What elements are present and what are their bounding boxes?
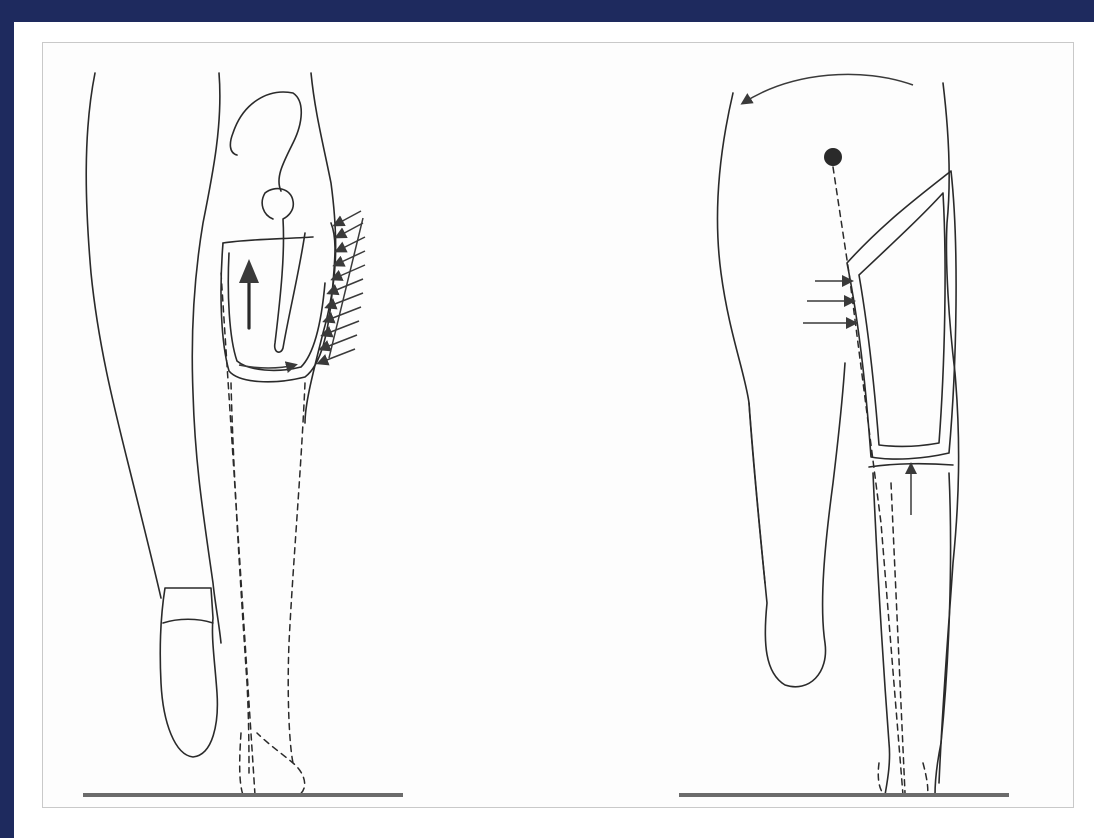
- rotation-arrow: [743, 74, 913, 103]
- slide: [14, 22, 1094, 838]
- right-sound-leg: [749, 363, 845, 687]
- right-pylon-dashed: [891, 483, 905, 793]
- socket-rim: [223, 237, 313, 243]
- figure-frame: [42, 42, 1074, 808]
- right-figure: [679, 74, 1009, 795]
- slide-top-bar: [0, 0, 1094, 22]
- left-pylon: [231, 383, 305, 773]
- sound-leg-shoe: [160, 588, 217, 757]
- left-body-outline: [86, 73, 221, 643]
- lateral-force-arrows: [319, 211, 365, 363]
- medial-force-arrows: [803, 281, 855, 323]
- left-figure: [83, 73, 403, 795]
- socket-up-arrow-head: [239, 259, 259, 283]
- center-of-mass-dot: [824, 148, 842, 166]
- right-body-outline-right: [939, 83, 959, 783]
- right-socket: [847, 171, 956, 459]
- socket-bottom-arrow: [239, 365, 295, 368]
- left-prosthetic-foot: [240, 733, 305, 795]
- left-socket: [221, 223, 335, 382]
- right-gravity-line: [833, 167, 903, 795]
- left-gravity-line: [221, 273, 255, 795]
- left-thigh-outline: [305, 73, 336, 423]
- femur-bone: [262, 189, 305, 353]
- pelvis-bone: [230, 92, 301, 191]
- right-pylon: [873, 473, 951, 795]
- prosthesis-diagram: [43, 43, 1073, 807]
